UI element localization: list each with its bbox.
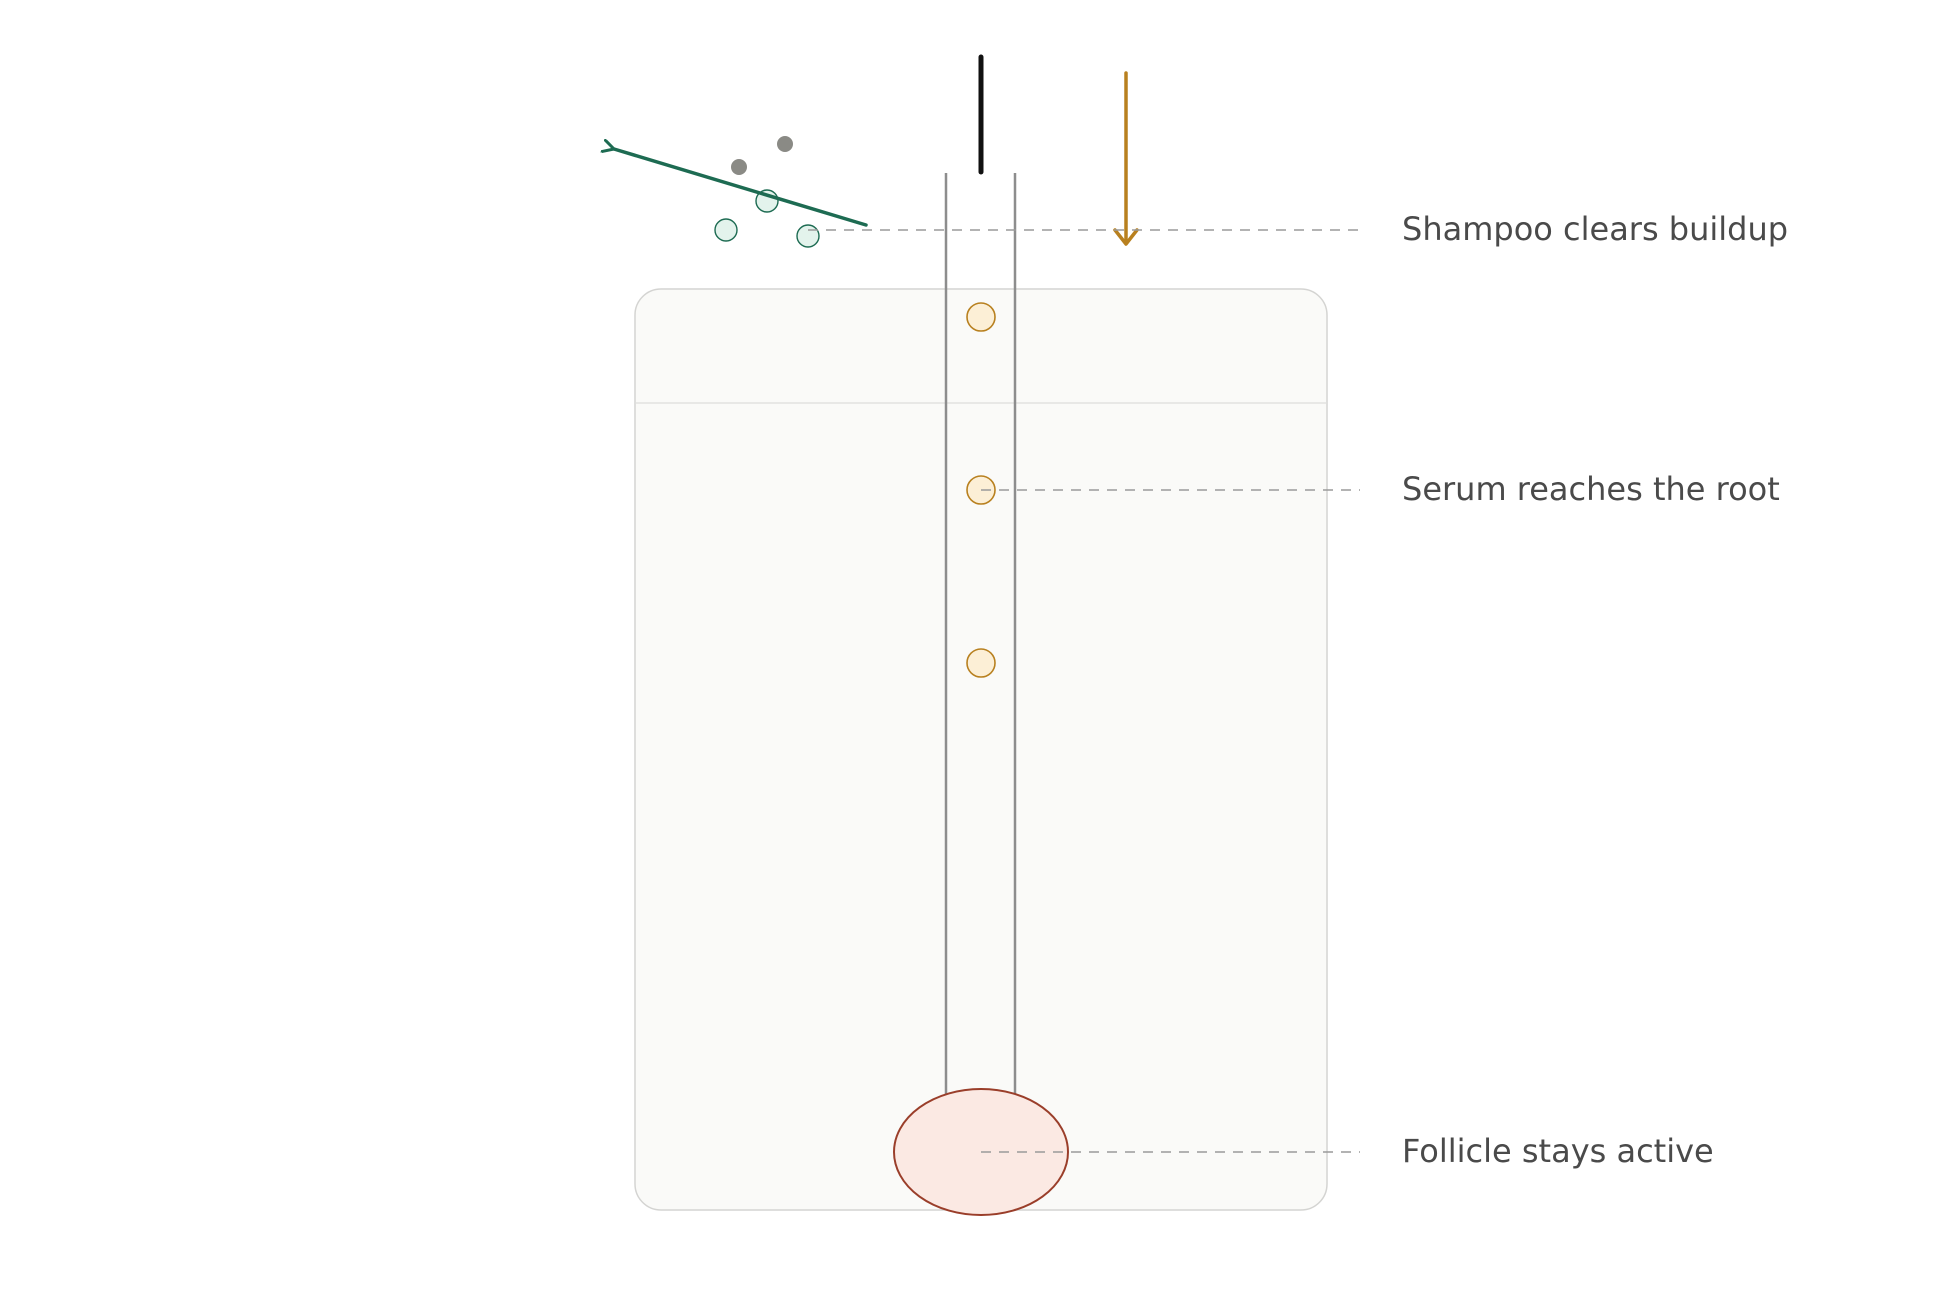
- shampoo-label: Shampoo clears buildup: [1402, 210, 1788, 248]
- follicle-label: Follicle stays active: [1402, 1132, 1714, 1170]
- serum-label: Serum reaches the root: [1402, 470, 1780, 508]
- serum-drop: [966, 302, 996, 332]
- debris-particle: [777, 136, 793, 152]
- arrow-down-icon: [1113, 71, 1139, 246]
- skin-tissue-block: [634, 288, 1328, 1211]
- serum-drop: [966, 648, 996, 678]
- debris-particle: [731, 159, 747, 175]
- shampoo-bubble: [714, 218, 738, 242]
- arrow-up-left-icon: [614, 149, 868, 227]
- shampoo-bubble: [796, 224, 820, 248]
